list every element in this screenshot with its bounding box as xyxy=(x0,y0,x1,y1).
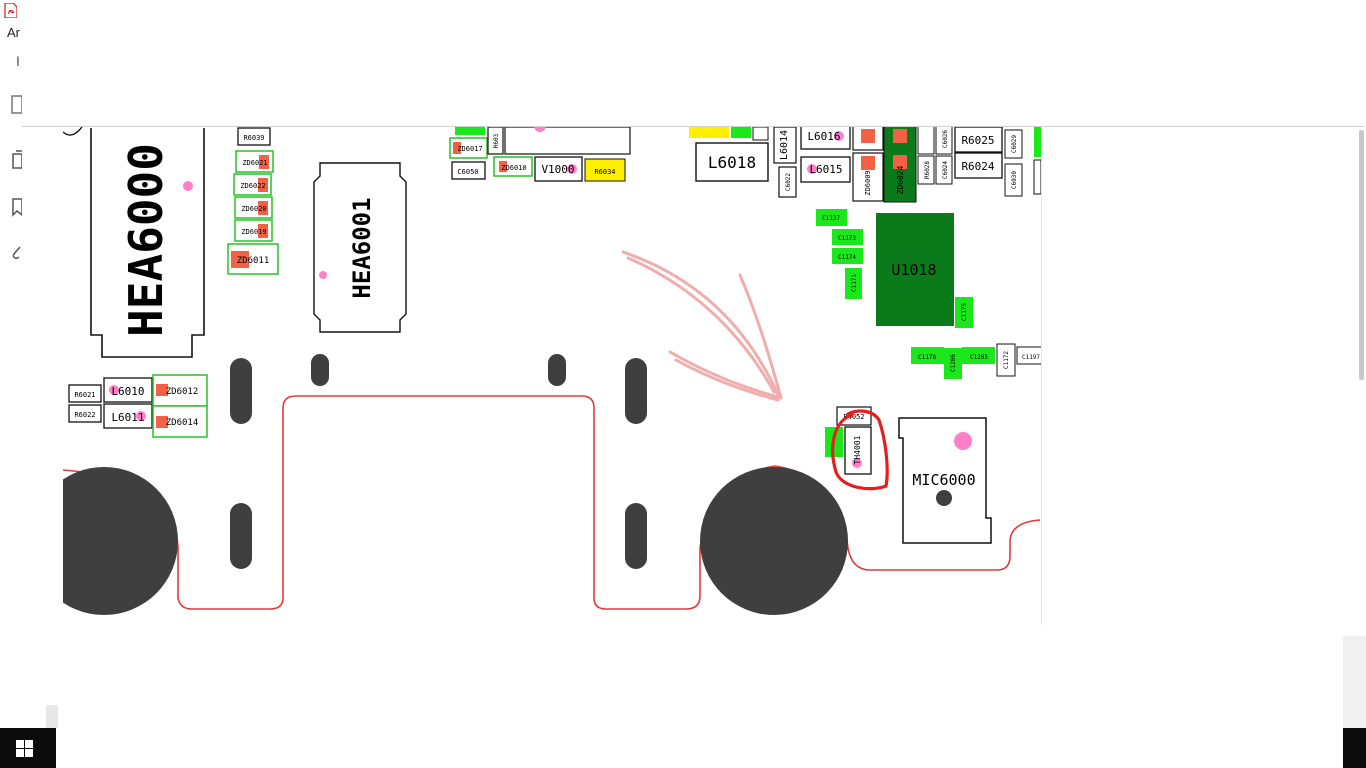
scroll-gutter xyxy=(1343,636,1366,728)
svg-text:ZD6021: ZD6021 xyxy=(242,159,267,167)
slot xyxy=(548,354,566,386)
toolbar-divider xyxy=(22,126,1364,127)
svg-text:C1197: C1197 xyxy=(1022,354,1040,361)
tab-label[interactable]: I xyxy=(16,53,20,69)
hea6000-body xyxy=(90,128,205,358)
pages-icon[interactable] xyxy=(11,150,22,170)
save-icon[interactable] xyxy=(11,95,22,115)
l6015-label: L6015 xyxy=(809,163,842,176)
pdf-app-icon xyxy=(4,3,17,18)
slot xyxy=(230,503,252,569)
board-outline xyxy=(63,395,1041,610)
annotation-circle xyxy=(831,409,889,491)
l6011-label: L6011 xyxy=(111,411,144,424)
u1018-label: U1018 xyxy=(891,261,936,279)
pin1-dot xyxy=(319,271,327,279)
zd6020-part: ZD6020 xyxy=(234,196,273,219)
svg-text:R6039: R6039 xyxy=(243,134,264,142)
l6016-label: L6016 xyxy=(807,130,840,143)
svg-text:C6026: C6026 xyxy=(942,130,949,148)
svg-text:C1206: C1206 xyxy=(950,354,957,372)
svg-text:ZD6019: ZD6019 xyxy=(241,228,266,236)
hea6000-label: HEA6000 xyxy=(119,143,173,337)
pcb-boardview[interactable]: HEA6000 HEA6001 R6039 ZD6021 ZD6022 ZD60… xyxy=(63,127,1042,625)
app-title: Ar xyxy=(7,25,20,40)
svg-text:ZD6012: ZD6012 xyxy=(166,387,199,397)
svg-text:R4052: R4052 xyxy=(843,413,864,421)
svg-text:C6029: C6029 xyxy=(1011,135,1018,153)
zd6021-part: ZD6021 xyxy=(235,150,274,173)
svg-text:C1178: C1178 xyxy=(918,354,936,361)
u1018-chip xyxy=(876,213,954,326)
vertical-scrollbar[interactable] xyxy=(1359,130,1364,380)
svg-text:C6024: C6024 xyxy=(942,161,949,179)
svg-text:C6050: C6050 xyxy=(457,168,478,176)
svg-text:C1173: C1173 xyxy=(838,235,856,242)
svg-text:R603: R603 xyxy=(493,133,500,148)
zd6014-part: ZD6014 xyxy=(152,405,208,438)
v1000-label: V1000 xyxy=(541,163,574,176)
svg-text:C6022: C6022 xyxy=(785,173,792,191)
pin1-dot xyxy=(183,181,193,191)
hea6001-body xyxy=(313,162,407,333)
svg-text:C6030: C6030 xyxy=(1011,171,1018,189)
bookmark-icon[interactable] xyxy=(11,197,22,217)
mic6000-body xyxy=(898,417,992,544)
mount-hole-right xyxy=(700,467,848,615)
slot xyxy=(230,358,252,424)
svg-text:R6028: R6028 xyxy=(924,161,931,179)
r6025-label: R6025 xyxy=(961,134,994,147)
svg-text:ZD6010: ZD6010 xyxy=(501,164,526,172)
slot xyxy=(625,358,647,424)
hea6001-label: HEA6001 xyxy=(348,197,376,298)
zd6011-part: ZD6011 xyxy=(227,243,279,275)
mic6000-label: MIC6000 xyxy=(912,471,975,489)
th4001-label: TH4001 xyxy=(853,435,862,464)
svg-text:C1205: C1205 xyxy=(970,354,988,361)
svg-text:C1171: C1171 xyxy=(851,274,858,292)
windows-start-icon[interactable] xyxy=(16,740,33,757)
svg-text:R6021: R6021 xyxy=(74,391,95,399)
svg-text:ZD6017: ZD6017 xyxy=(457,145,482,153)
svg-text:ZD6024: ZD6024 xyxy=(896,165,905,194)
svg-text:L6014: L6014 xyxy=(779,130,790,160)
slot xyxy=(311,354,329,386)
svg-text:ZD6011: ZD6011 xyxy=(237,256,270,266)
svg-text:ZD6009: ZD6009 xyxy=(864,170,872,195)
l6018-label: L6018 xyxy=(708,153,756,172)
annotation-arrow xyxy=(621,250,783,402)
slot xyxy=(625,503,647,569)
mount-hole-left xyxy=(63,467,178,615)
svg-text:C1172: C1172 xyxy=(1003,351,1010,369)
svg-text:R6034: R6034 xyxy=(594,168,615,176)
zd6017-part: ZD6017 xyxy=(449,137,488,159)
svg-text:C1174: C1174 xyxy=(838,254,856,261)
svg-text:C1137: C1137 xyxy=(822,215,840,222)
zd6019-part: ZD6019 xyxy=(234,219,273,242)
taskbar-window-area xyxy=(56,728,1343,768)
svg-text:R6022: R6022 xyxy=(74,411,95,419)
taskbar-gap xyxy=(46,705,58,728)
attachment-icon[interactable] xyxy=(11,243,22,263)
r6024-label: R6024 xyxy=(961,160,994,173)
svg-text:C1175: C1175 xyxy=(961,303,968,321)
svg-text:ZD6022: ZD6022 xyxy=(240,182,265,190)
svg-text:ZD6014: ZD6014 xyxy=(166,418,199,428)
svg-text:ZD6020: ZD6020 xyxy=(241,205,266,213)
zd6010-part: ZD6010 xyxy=(493,156,533,177)
zd6012-part: ZD6012 xyxy=(152,374,208,407)
zd6022-part: ZD6022 xyxy=(233,173,272,196)
l6010-label: L6010 xyxy=(111,385,144,398)
